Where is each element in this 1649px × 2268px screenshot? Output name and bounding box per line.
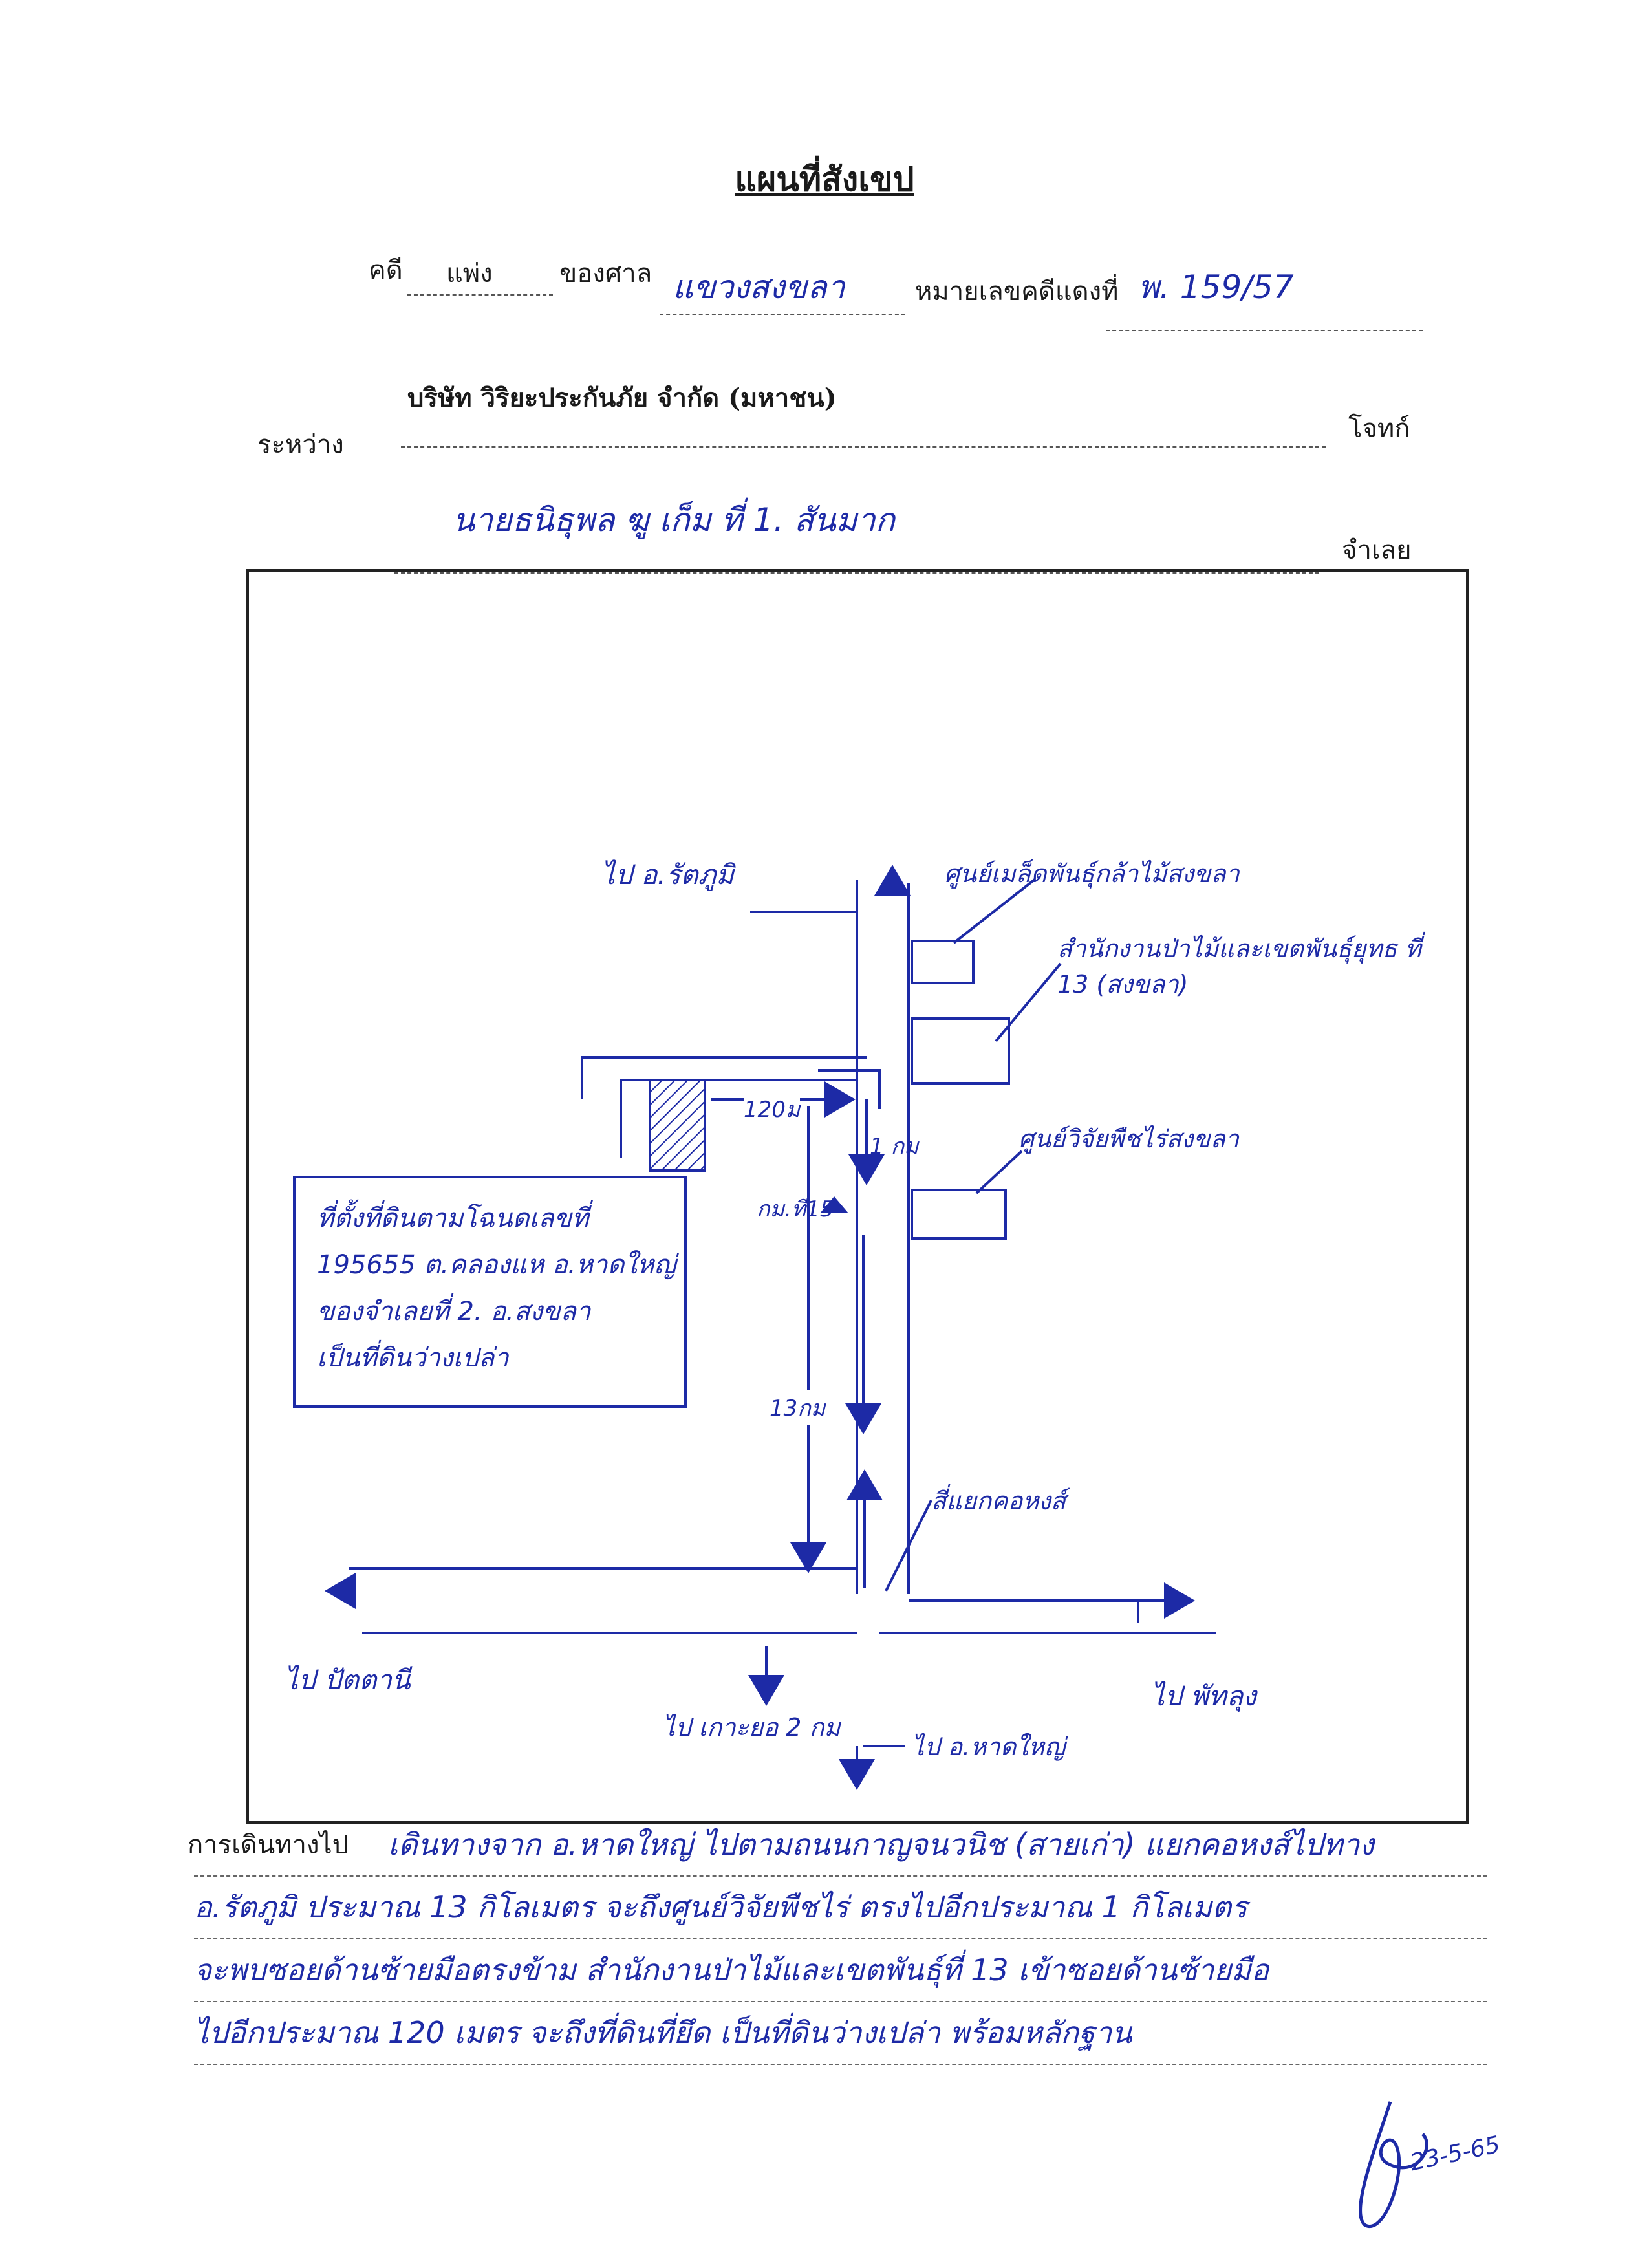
defendant-label: จำเลย [1342, 535, 1412, 565]
parcel-note-line: ของจำเลยที่ 2. อ.สงขลา [317, 1297, 591, 1326]
seed-center-leader [953, 878, 1036, 944]
route-label: การเดินทางไป [188, 1830, 349, 1860]
case-label: คดี [369, 255, 403, 285]
soi-road-outer [581, 1056, 867, 1099]
label-to-hatyai: ไป อ.หาดใหญ่ [912, 1733, 1066, 1761]
parcel-note-line: 195655 ต.คลองแห อ.หาดใหญ่ [317, 1250, 676, 1280]
plaintiff-label: โจทก์ [1348, 414, 1410, 444]
label-to-phatthalung: ไป พัทลุง [1151, 1680, 1256, 1712]
parcel-note: ที่ตั้งที่ดินตามโฉนดเลขที่ 195655 ต.คลอง… [317, 1195, 679, 1381]
label-km-marker: กม.ที่15 [757, 1196, 834, 1222]
parcel-note-box [293, 1176, 687, 1408]
red-case-line [1106, 330, 1423, 331]
between-label: ระหว่าง [257, 430, 344, 460]
label-forest-office: สำนักงานป่าไม้และเขตพันธุ์ยุทธ ที่ 13 (ส… [1057, 934, 1421, 999]
court-name-line [660, 314, 905, 315]
label-to-ratthaphum: ไป อ.รัตภูมิ [601, 859, 734, 891]
label-to-pattani: ไป ปัตตานี [285, 1664, 411, 1696]
court-label: ของศาล [559, 259, 652, 288]
defendant-name: นายธนิธุพล ฆู เก็ม ที่ 1. สันมาก [453, 501, 895, 539]
route-line: จะพบซอยด้านซ้ายมือตรงข้าม สำนักงานป่าไม้… [194, 1939, 1487, 2002]
label-from-ko-yo: ไป เกาะยอ 2 กม [663, 1713, 841, 1742]
parcel-note-line: เป็นที่ดินว่างเปล่า [317, 1343, 509, 1373]
plaintiff-line [401, 446, 1326, 448]
parcel-hatched-area [649, 1079, 706, 1172]
km-marker-triangle [820, 1196, 848, 1213]
red-case-label: หมายเลขคดีแดงที่ [915, 277, 1119, 307]
label-field-crops-center: ศูนย์วิจัยพืชไร่สงขลา [1018, 1125, 1239, 1153]
soi-road-inner [620, 1079, 857, 1158]
case-type-line [407, 294, 553, 296]
label-distance-13km: 13กม [770, 1390, 826, 1425]
red-case-number: พ. 159/57 [1138, 268, 1294, 306]
forest-office-leader [995, 962, 1062, 1042]
label-traffic-light: สี่แยกคอหงส์ [931, 1487, 1066, 1515]
label-distance-1km: 1 กม [870, 1134, 919, 1160]
page-title: แผนที่สังเขป [735, 160, 914, 199]
defendant-line [394, 572, 1319, 574]
label-seed-center: ศูนย์เมล็ดพันธุ์กล้าไม้สงขลา [944, 859, 1240, 888]
route-description: เดินทางจาก อ.หาดใหญ่ ไปตามถนนกาญจนวนิช (… [194, 1814, 1487, 2065]
route-line: เดินทางจาก อ.หาดใหญ่ ไปตามถนนกาญจนวนิช (… [194, 1814, 1487, 1877]
seed-center-building [911, 940, 975, 984]
court-name: แขวงสงขลา [673, 268, 845, 306]
east-arrow [1137, 1582, 1195, 1623]
traffic-light-leader [885, 1500, 932, 1592]
field-crops-leader [975, 1150, 1023, 1194]
forest-office-building [911, 1017, 1010, 1085]
route-line: อ.รัตภูมิ ประมาณ 13 กิโลเมตร จะถึงศูนย์ว… [194, 1877, 1487, 1939]
soi-turn-arrow [818, 1069, 881, 1109]
map-frame [246, 569, 1469, 1824]
case-type: แพ่ง [446, 259, 493, 288]
field-crops-building [911, 1189, 1007, 1240]
parcel-note-line: ที่ตั้งที่ดินตามโฉนดเลขที่ [317, 1204, 589, 1233]
route-line: ไปอีกประมาณ 120 เมตร จะถึงที่ดินที่ยึด เ… [194, 2002, 1487, 2065]
label-distance-120m: 120ม [744, 1092, 801, 1127]
plaintiff-name: บริษัท วิริยะประกันภัย จำกัด (มหาชน) [407, 383, 837, 413]
